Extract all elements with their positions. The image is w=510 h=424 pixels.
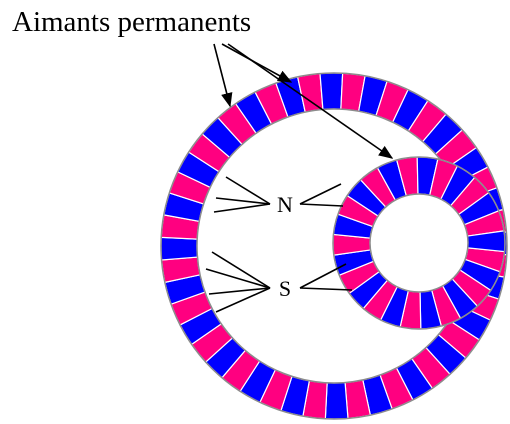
south-line-2 xyxy=(206,269,270,288)
inner-ring-inner-edge xyxy=(370,194,468,292)
south-line-3 xyxy=(209,288,270,294)
south-line-1 xyxy=(212,252,270,288)
arrow-to-outer-ring xyxy=(214,44,230,106)
north-line-3 xyxy=(214,204,270,212)
inner-magnet-ring xyxy=(333,157,505,329)
outer-ring-magnet-blue xyxy=(161,237,197,260)
north-line-5 xyxy=(300,204,343,206)
outer-ring-magnet-blue xyxy=(325,383,348,419)
outer-ring-magnet-blue xyxy=(320,73,343,109)
south-line-4 xyxy=(216,288,270,312)
north-line-4 xyxy=(300,184,341,204)
south-pole-label: S xyxy=(279,276,291,301)
north-pole-label: N xyxy=(277,192,293,217)
south-line-6 xyxy=(300,288,352,290)
